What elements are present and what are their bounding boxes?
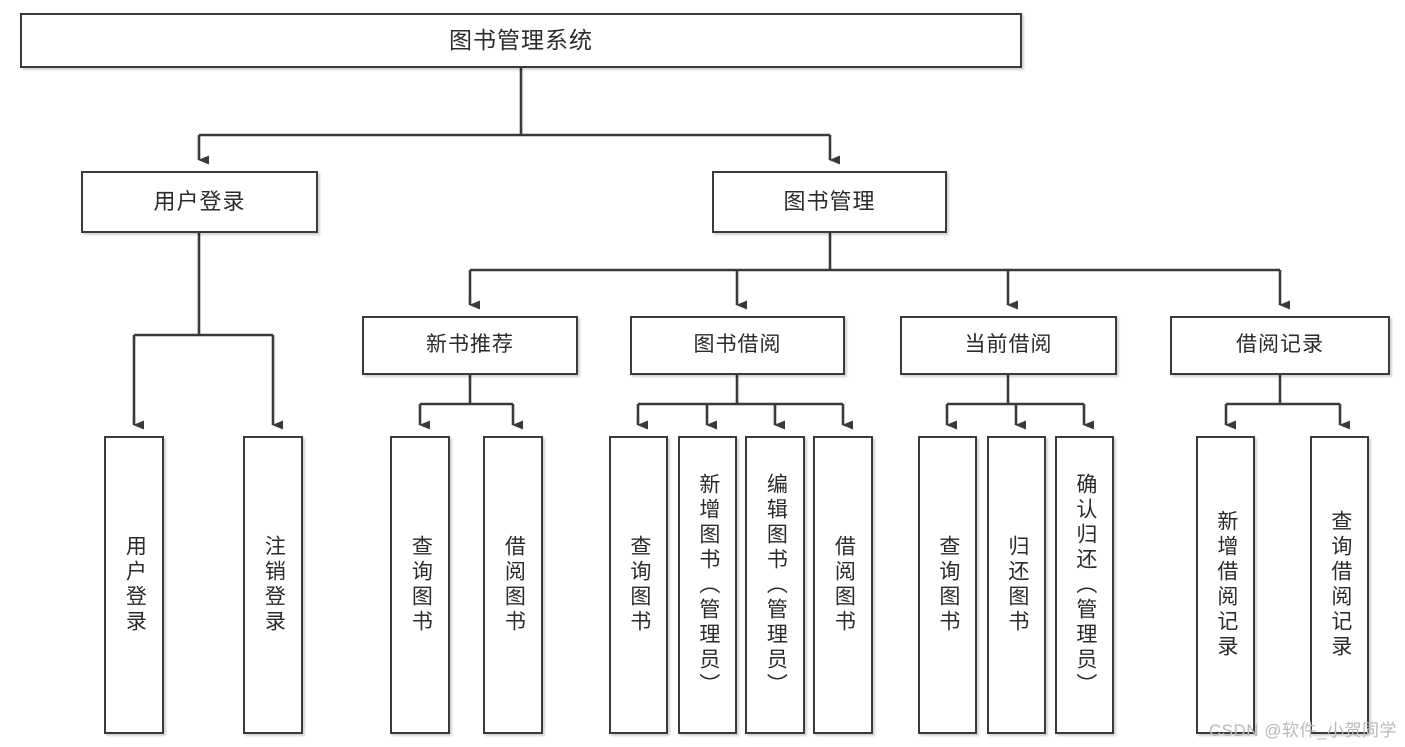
node-label: 新增图书（管理员） bbox=[696, 472, 720, 698]
node-leaf-user-login[interactable]: 用户登录 bbox=[104, 436, 164, 734]
node-label: 借阅图书 bbox=[502, 535, 526, 635]
node-label: 借阅图书 bbox=[832, 535, 856, 635]
node-label: 图书管理系统 bbox=[449, 26, 593, 53]
node-label: 借阅记录 bbox=[1236, 333, 1324, 357]
node-leaf-confirm-return-admin[interactable]: 确认归还（管理员） bbox=[1055, 436, 1114, 734]
node-label: 当前借阅 bbox=[964, 333, 1053, 357]
node-label: 归还图书 bbox=[1005, 535, 1029, 635]
node-book-borrow[interactable]: 图书借阅 bbox=[630, 316, 845, 375]
node-leaf-query-borrow-record[interactable]: 查询借阅记录 bbox=[1310, 436, 1369, 734]
node-leaf-add-borrow-record[interactable]: 新增借阅记录 bbox=[1196, 436, 1255, 734]
node-leaf-query-book-rec[interactable]: 查询图书 bbox=[390, 436, 450, 734]
node-label: 图书管理 bbox=[783, 189, 876, 215]
node-label: 新增借阅记录 bbox=[1214, 510, 1238, 660]
node-label: 查询借阅记录 bbox=[1328, 510, 1352, 660]
node-user-login[interactable]: 用户登录 bbox=[81, 171, 318, 233]
node-label: 查询图书 bbox=[627, 535, 651, 635]
node-leaf-query-book-borrow[interactable]: 查询图书 bbox=[609, 436, 668, 734]
node-label: 确认归还（管理员） bbox=[1073, 472, 1097, 698]
node-current-borrow[interactable]: 当前借阅 bbox=[900, 316, 1117, 375]
node-leaf-edit-book-admin[interactable]: 编辑图书（管理员） bbox=[745, 436, 805, 734]
node-label: 新书推荐 bbox=[426, 333, 514, 357]
node-label: 注销登录 bbox=[262, 535, 286, 635]
node-borrow-record[interactable]: 借阅记录 bbox=[1170, 316, 1390, 375]
node-leaf-borrow-book[interactable]: 借阅图书 bbox=[813, 436, 873, 734]
node-label: 查询图书 bbox=[409, 535, 433, 635]
node-label: 查询图书 bbox=[936, 535, 960, 635]
node-new-book-recommend[interactable]: 新书推荐 bbox=[362, 316, 578, 375]
node-leaf-query-book-cur[interactable]: 查询图书 bbox=[918, 436, 977, 734]
node-leaf-return-book[interactable]: 归还图书 bbox=[987, 436, 1046, 734]
node-label: 图书借阅 bbox=[693, 333, 782, 357]
node-label: 用户登录 bbox=[153, 189, 246, 215]
node-leaf-user-logout[interactable]: 注销登录 bbox=[243, 436, 303, 734]
node-book-manage[interactable]: 图书管理 bbox=[712, 171, 947, 233]
node-root-system[interactable]: 图书管理系统 bbox=[20, 13, 1022, 68]
node-label: 编辑图书（管理员） bbox=[764, 472, 788, 698]
node-label: 用户登录 bbox=[123, 535, 147, 635]
node-leaf-add-book-admin[interactable]: 新增图书（管理员） bbox=[678, 436, 737, 734]
node-leaf-borrow-book-rec[interactable]: 借阅图书 bbox=[483, 436, 543, 734]
